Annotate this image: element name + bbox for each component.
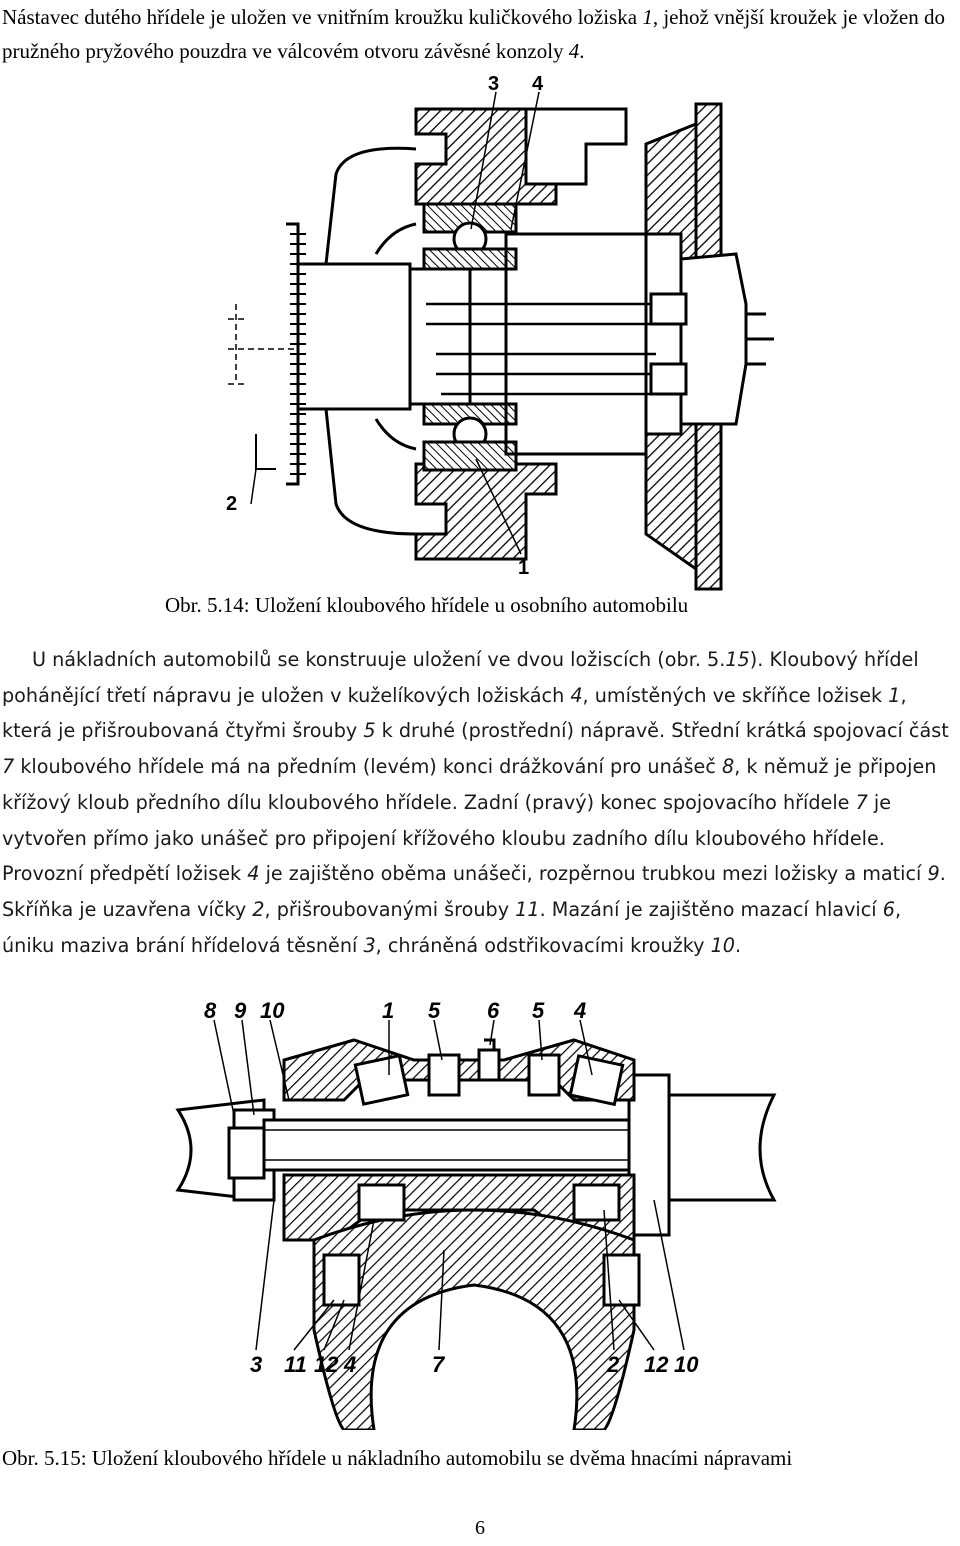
body-paragraph: U nákladních automobilů se konstruuje ul… [2, 642, 958, 963]
body-text: je zajištěno oběma unášeči, rozpěrnou tr… [259, 862, 928, 886]
ref-number: 8 [721, 755, 735, 779]
callout-2: 2 [606, 1352, 620, 1377]
figure-5-15-caption: Obr. 5.15: Uložení kloubového hřídele u … [2, 1446, 793, 1470]
body-text: k druhé (prostřední) nápravě. Střední kr… [375, 719, 949, 743]
ref-number: 9 [927, 862, 940, 886]
body-text: , přišroubovanými šrouby [264, 897, 516, 921]
callout-10: 10 [674, 1352, 699, 1377]
figure-5-14-caption: Obr. 5.14: Uložení kloubového hřídele u … [165, 593, 689, 617]
callout-4: 4 [532, 73, 544, 95]
body-text: kloubového hřídele má na předním (levém)… [14, 755, 722, 779]
callout-12: 12 [314, 1352, 339, 1377]
ref-number: 4 [568, 39, 580, 63]
callout-5: 5 [428, 1000, 441, 1023]
body-text: . Mazání je zajištěno mazací hlavicí [539, 897, 883, 921]
ref-number: 1 [888, 683, 901, 707]
callout-6: 6 [487, 1000, 500, 1023]
callout-1: 1 [382, 1000, 394, 1023]
ref-number: 2 [252, 897, 265, 921]
body-text: . Skříňka je uzavřena víčky [2, 862, 946, 921]
callout-5: 5 [532, 1000, 545, 1023]
page-number: 6 [475, 1517, 485, 1539]
callout-7: 7 [432, 1352, 446, 1377]
ref-number: 5 [363, 719, 376, 743]
callout-3: 3 [488, 73, 499, 95]
callout-2: 2 [226, 493, 237, 515]
ref-number: 4 [570, 683, 583, 707]
callout-12: 12 [644, 1352, 669, 1377]
ref-number: 4 [247, 862, 260, 886]
body-text: je vytvořen přímo jako unášeč pro připoj… [2, 790, 892, 886]
ref-number: 15 [725, 648, 750, 671]
intro-text: , jehož vnější kroužek je vložen do pruž… [2, 5, 945, 63]
intro-text: . [579, 39, 585, 63]
ref-number: 1 [642, 5, 653, 29]
ref-number: 3 [363, 933, 376, 957]
figure-5-14-drawing: 3 4 2 1 [226, 73, 774, 591]
body-text: . [735, 933, 742, 957]
intro-paragraph: Nástavec dutého hřídele je uložen ve vni… [2, 0, 958, 68]
ref-number: 7 [855, 790, 868, 814]
body-text: , k němuž je připojen křížový kloub před… [2, 755, 937, 814]
callout-3: 3 [250, 1352, 262, 1377]
callout-1: 1 [518, 557, 529, 579]
ref-number: 10 [710, 933, 736, 957]
callout-11: 11 [284, 1352, 307, 1377]
body-text: ). Kloubový hřídel pohánějící třetí nápr… [2, 648, 919, 707]
intro-text: Nástavec dutého hřídele je uložen ve vni… [2, 5, 643, 29]
callout-4: 4 [343, 1352, 356, 1377]
body-text: , úniku maziva brání hřídelová těsnění [2, 897, 902, 957]
ref-number: 6 [882, 897, 895, 921]
ref-number: 11 [515, 897, 540, 921]
body-text: , umístěných ve skříňce ložisek [582, 683, 889, 707]
ref-number: 7 [2, 755, 15, 779]
callout-8: 8 [204, 1000, 217, 1023]
body-text: U nákladních automobilů se konstruuje ul… [32, 648, 726, 671]
callout-4: 4 [573, 1000, 586, 1023]
figure-5-15-drawing: 8 9 10 1 5 6 5 4 3 11 12 4 7 2 12 10 [175, 1000, 777, 1430]
callout-9: 9 [234, 1000, 247, 1023]
body-text: , chráněná odstřikovacími kroužky [375, 933, 711, 957]
body-text: , která je přišroubovaná čtyřmi šrouby [2, 683, 907, 743]
callout-10: 10 [260, 1000, 285, 1023]
